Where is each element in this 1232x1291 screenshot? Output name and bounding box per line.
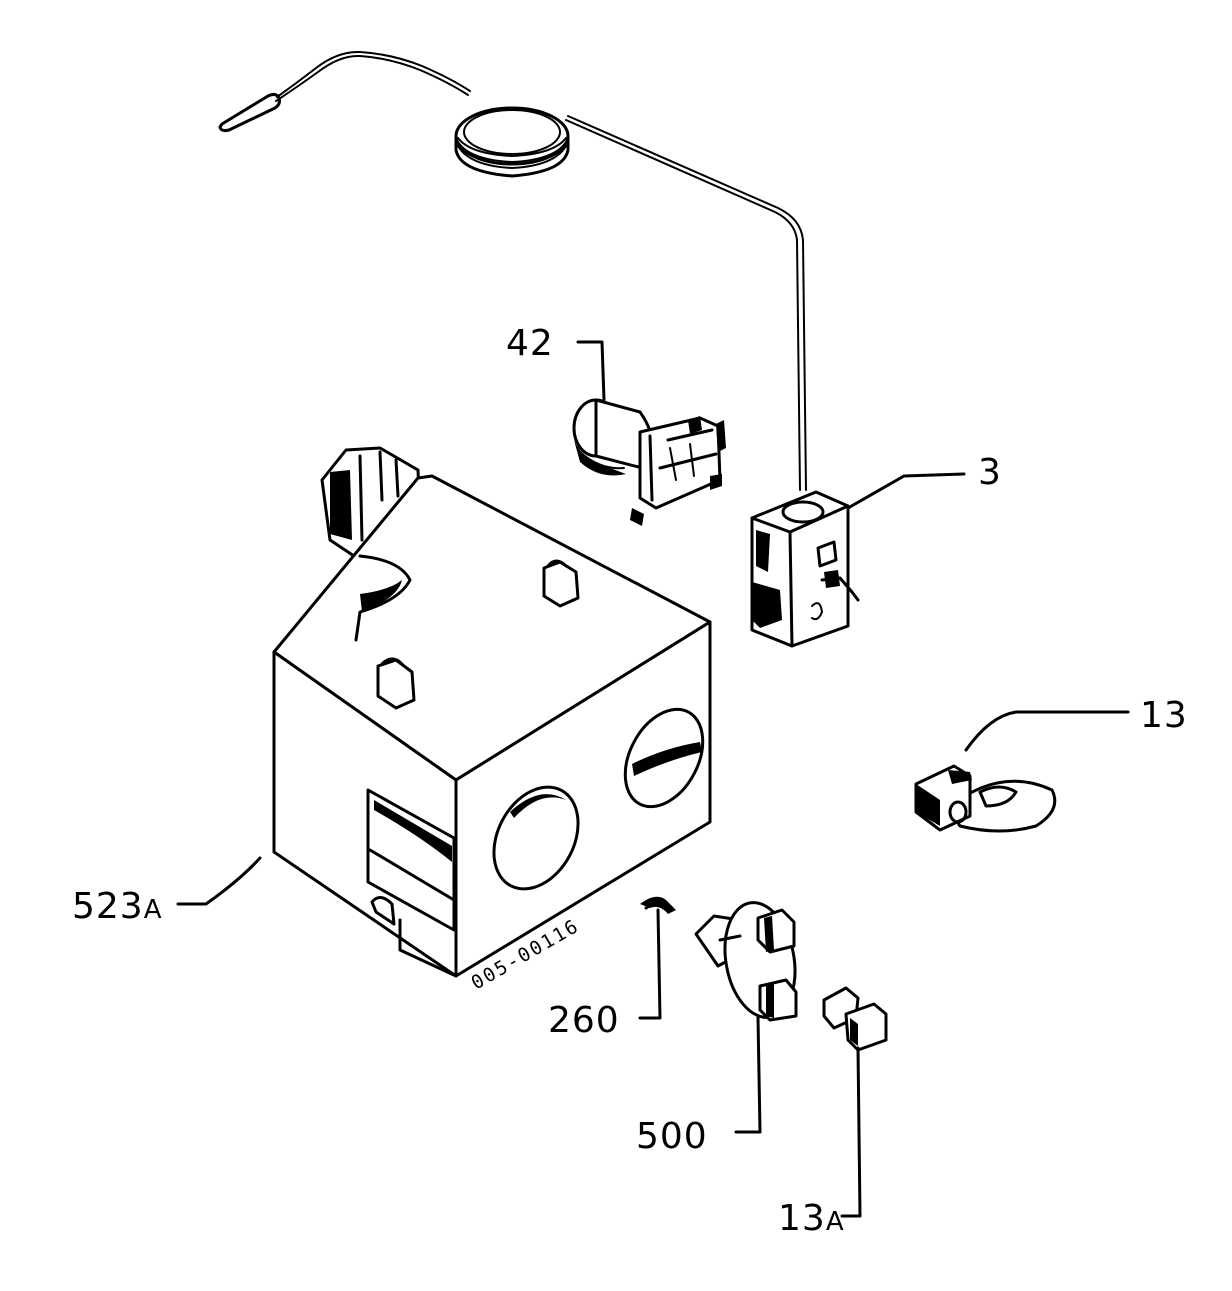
- capillary-tube-with-bulb: [218, 50, 807, 491]
- callout-13a: 13A: [778, 1198, 844, 1239]
- housing-part: 005-00116: [272, 446, 712, 994]
- knob-lever-part: [914, 764, 1057, 833]
- callout-523a: 523A: [72, 886, 162, 927]
- capillary-coil: [454, 106, 570, 178]
- leader-lines: [176, 340, 1130, 1218]
- callout-42: 42: [506, 323, 554, 364]
- lamp-holder-part: [572, 398, 726, 526]
- small-knob-part: [822, 986, 888, 1052]
- clip-part: [640, 896, 676, 914]
- callout-13: 13: [1140, 695, 1188, 736]
- cam-spindle-part: [694, 901, 798, 1022]
- callout-500: 500: [636, 1116, 708, 1157]
- callout-260: 260: [548, 1000, 620, 1041]
- callout-3: 3: [978, 452, 1002, 493]
- thermostat-part: [750, 490, 860, 648]
